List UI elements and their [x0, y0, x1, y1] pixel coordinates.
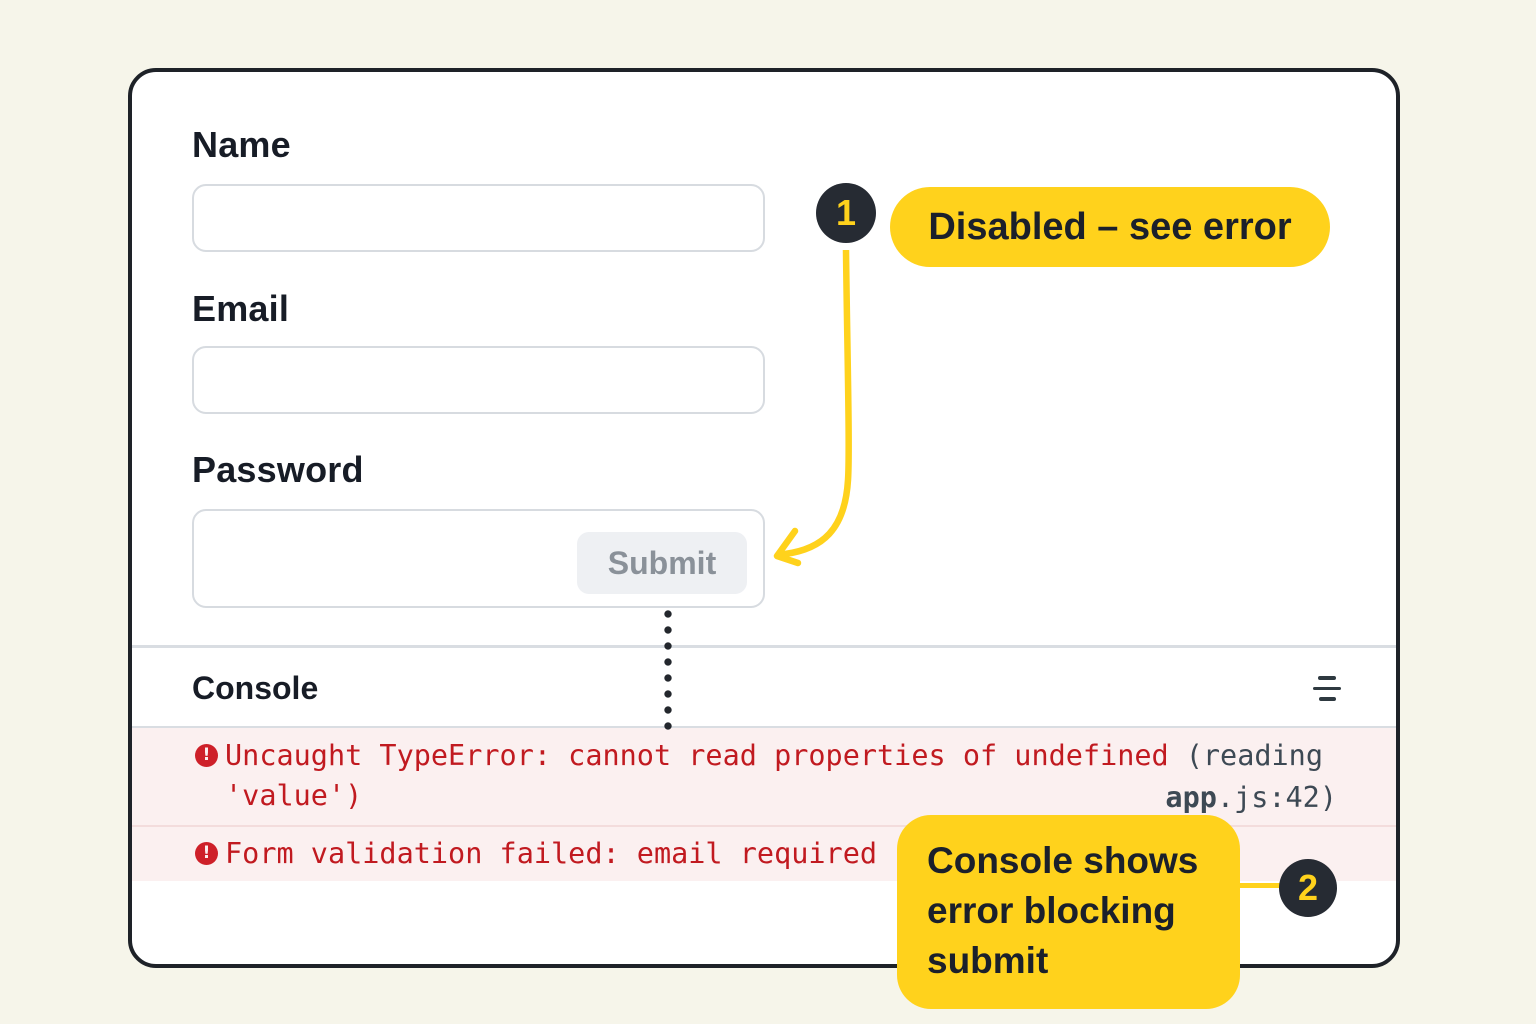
- app-window-card: Name Email Password Submit Console ! Unc…: [128, 68, 1400, 1009]
- error-badge-icon: !: [195, 744, 218, 767]
- step-2-callout: Console shows error blocking submit: [897, 815, 1240, 1009]
- console-error-message: Uncaught TypeError: cannot read properti…: [225, 736, 1340, 816]
- filter-lines-icon[interactable]: [1312, 676, 1342, 702]
- error-message-text: Uncaught TypeError: cannot read properti…: [225, 739, 1169, 772]
- step-2-connector-line: [1236, 883, 1283, 888]
- curved-arrow-icon: [773, 250, 852, 567]
- email-field-label: Email: [192, 288, 290, 329]
- console-validation-message: Form validation failed: email required: [225, 837, 878, 870]
- step-1-callout: Disabled – see error: [890, 187, 1330, 267]
- console-top-divider: [132, 645, 1396, 648]
- console-panel-title: Console: [192, 670, 319, 706]
- error-message-value: 'value'): [225, 779, 363, 812]
- name-input[interactable]: [192, 184, 765, 252]
- dotted-connector: [661, 606, 675, 732]
- error-source-line: .js:42): [1216, 781, 1337, 814]
- email-input[interactable]: [192, 346, 765, 414]
- submit-button[interactable]: Submit: [577, 532, 747, 594]
- password-field-group: Submit: [192, 509, 765, 608]
- step-1-badge: 1: [816, 183, 876, 243]
- console-header-divider: [132, 726, 1396, 729]
- console-row-divider: [132, 824, 1396, 827]
- error-message-reading: (reading: [1185, 739, 1323, 772]
- password-field-label: Password: [192, 449, 364, 490]
- error-badge-icon: !: [195, 841, 218, 865]
- error-source-file: app: [1165, 781, 1217, 814]
- step-2-badge: 2: [1279, 859, 1337, 917]
- error-source-link[interactable]: app.js:42): [1165, 778, 1337, 818]
- console-error-row: ! Uncaught TypeError: cannot read proper…: [132, 728, 1396, 825]
- name-field-label: Name: [192, 124, 291, 165]
